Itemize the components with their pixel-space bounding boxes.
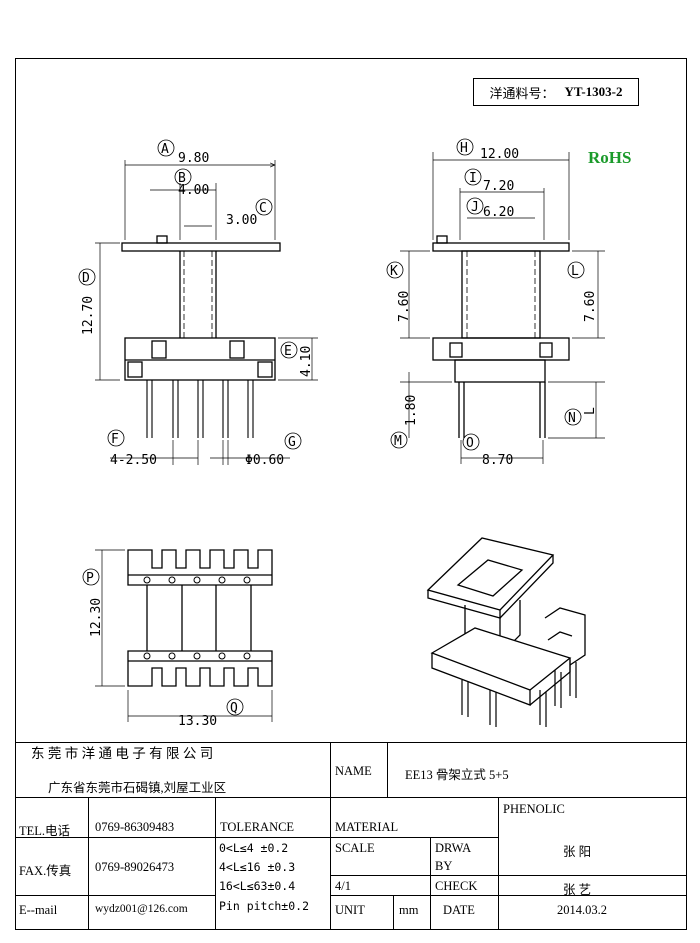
title-block: 东 莞 市 洋 通 电 子 有 限 公 司 广东省东莞市石碣镇,刘屋工业区 NA… <box>15 742 687 930</box>
unit-value: mm <box>399 903 419 917</box>
drawn-label-by: BY <box>435 859 453 873</box>
part-number-box: 洋通料号： YT-1303-2 <box>473 78 639 106</box>
dim-l-value: 7.60 <box>583 291 598 322</box>
front-view-labels: A 9.80 B 4.00 C 3.00 D 12.70 E 4.10 F 4-… <box>78 139 314 468</box>
name-label: NAME <box>335 764 372 778</box>
front-view <box>95 160 318 465</box>
company-address: 广东省东莞市石碣镇,刘屋工业区 <box>48 781 227 795</box>
dim-g-letter: G <box>288 435 296 450</box>
material-value: PHENOLIC <box>503 802 565 816</box>
dim-o-value: 8.70 <box>482 453 513 468</box>
tel-value: 0769-86309483 <box>95 820 175 834</box>
dim-f-letter: F <box>111 432 119 447</box>
scale-value: 4/1 <box>335 879 351 893</box>
bottom-view-labels: P 12.30 Q 13.30 <box>82 568 244 729</box>
email-value: wydz001@126.com <box>95 903 188 915</box>
drawing-sheet-border <box>15 58 687 930</box>
bottom-view <box>95 549 273 722</box>
dim-f-value: 4-2.50 <box>110 453 157 468</box>
dim-p-value: 12.30 <box>89 598 104 637</box>
company-name: 东 莞 市 洋 通 电 子 有 限 公 司 <box>31 746 214 761</box>
dim-h-value: 12.00 <box>480 147 519 162</box>
dim-k-letter: K <box>390 264 398 279</box>
part-number-label: 洋通料号： <box>489 86 555 102</box>
date-value: 2014.03.2 <box>557 903 607 917</box>
side-view <box>400 152 605 464</box>
side-view-labels: H 12.00 I 7.20 J 6.20 K 7.60 L 7.60 M 1.… <box>386 138 598 468</box>
dim-a-value: 9.80 <box>178 151 209 166</box>
part-number-value: YT-1303-2 <box>564 84 623 99</box>
unit-label: UNIT <box>335 903 365 917</box>
fax-label: FAX.传真 <box>19 864 72 878</box>
check-label: CHECK <box>435 879 478 893</box>
dim-a-letter: A <box>161 142 169 157</box>
tolerance-label: TOLERANCE <box>220 820 295 834</box>
dim-g-value: Φ0.60 <box>245 453 284 468</box>
dim-b-letter: B <box>178 171 186 186</box>
tolerance-row-4: Pin pitch±0.2 <box>219 899 310 913</box>
dim-l-letter: L <box>571 264 579 279</box>
dim-p-letter: P <box>86 571 94 586</box>
check-value: 张 艺 <box>563 883 592 897</box>
dim-j-value: 6.20 <box>483 205 514 220</box>
fax-value: 0769-89026473 <box>95 860 175 874</box>
email-label: E--mail <box>19 903 58 917</box>
dim-q-letter: Q <box>230 701 238 716</box>
tolerance-row-2: 4<L≤16 ±0.3 <box>219 860 296 874</box>
dim-d-value: 12.70 <box>81 296 96 335</box>
name-value: EE13 骨架立式 5+5 <box>405 768 509 782</box>
tel-label: TEL.电话 <box>19 824 71 838</box>
scale-label: SCALE <box>335 841 375 855</box>
tolerance-row-3: 16<L≤63±0.4 <box>219 879 296 893</box>
drawn-value: 张 阳 <box>563 845 592 859</box>
isometric-view <box>426 537 586 727</box>
material-label: MATERIAL <box>335 820 399 834</box>
dim-n-l-value: L <box>583 407 598 415</box>
dim-m-letter: M <box>394 434 402 449</box>
dim-o-letter: O <box>466 436 474 451</box>
dim-e-value: 4.10 <box>299 346 314 377</box>
dim-c-letter: C <box>259 201 267 216</box>
dim-n-letter: N <box>568 411 576 426</box>
tolerance-row-1: 0<L≤4 ±0.2 <box>219 841 289 855</box>
dim-e-letter: E <box>284 344 292 359</box>
dim-q-value: 13.30 <box>178 714 217 729</box>
dim-c-value: 3.00 <box>226 213 257 228</box>
dim-k-value: 7.60 <box>397 291 412 322</box>
dim-d-letter: D <box>82 271 90 286</box>
date-label: DATE <box>443 903 475 917</box>
dim-j-letter: J <box>471 200 479 215</box>
dim-i-letter: I <box>469 171 477 186</box>
drawn-label: DRWA <box>435 841 472 855</box>
dim-m-value: 1.80 <box>404 395 419 426</box>
dim-b-value: 4.00 <box>178 183 209 198</box>
dim-i-value: 7.20 <box>483 179 514 194</box>
rohs-mark: RoHS <box>588 148 632 167</box>
dim-h-letter: H <box>460 141 468 156</box>
